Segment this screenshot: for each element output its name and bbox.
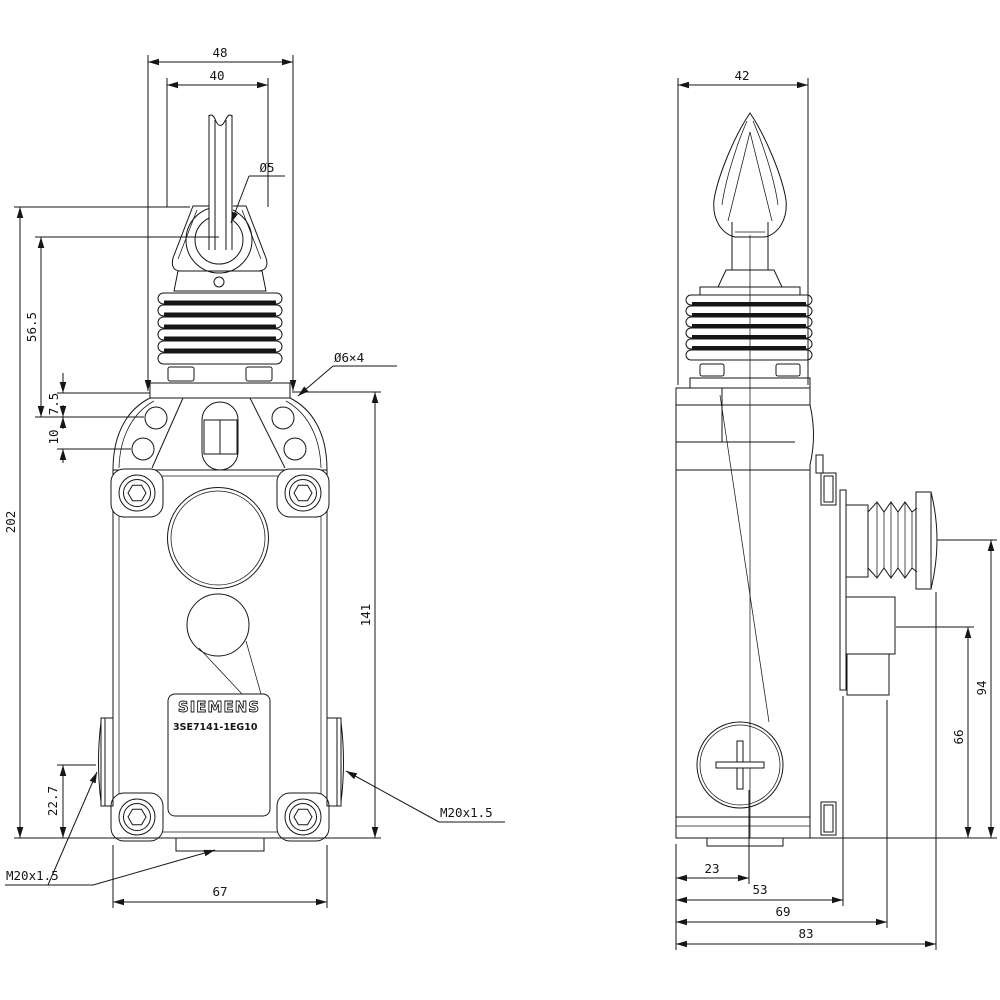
dim-m20-left: M20x1.5 bbox=[5, 771, 216, 886]
dim-48-label: 48 bbox=[212, 45, 227, 60]
dim-94: 94 bbox=[937, 539, 997, 838]
dim-141: 141 bbox=[292, 391, 381, 838]
dim-69-label: 69 bbox=[775, 904, 790, 919]
product-code-text: 3SE7141-1EG10 bbox=[173, 722, 258, 733]
corner-screw bbox=[110, 792, 164, 842]
dim-56-5: 56.5 bbox=[24, 236, 219, 417]
dim-69: 69 bbox=[676, 700, 888, 928]
dim-23: 23 bbox=[675, 790, 750, 950]
mounting-hole bbox=[131, 437, 155, 461]
dim-dia6x4: Ø6×4 bbox=[297, 350, 397, 397]
dim-22-7: 22.7 bbox=[45, 764, 96, 838]
dim-67-label: 67 bbox=[212, 884, 227, 899]
dim-40-label: 40 bbox=[209, 68, 224, 83]
dim-66-label: 66 bbox=[951, 729, 966, 744]
side-view bbox=[675, 112, 938, 847]
cable-gland-left bbox=[98, 717, 114, 807]
dim-202: 202 bbox=[3, 206, 190, 838]
cable-gland-right bbox=[326, 717, 344, 807]
rope-lever-fork bbox=[208, 114, 233, 250]
dim-m20-left-label: M20x1.5 bbox=[6, 868, 59, 883]
dim-7-5: 7.5 bbox=[35, 373, 150, 418]
corner-screws bbox=[110, 468, 330, 842]
bellows-front bbox=[157, 292, 283, 365]
head-collar bbox=[173, 270, 267, 292]
corner-screw bbox=[110, 468, 164, 518]
dim-67: 67 bbox=[112, 845, 328, 908]
dim-40: 40 bbox=[166, 68, 269, 207]
lever-side bbox=[713, 112, 787, 238]
dim-83-label: 83 bbox=[798, 926, 813, 941]
bellows-side bbox=[685, 294, 813, 361]
dim-22-7-label: 22.7 bbox=[45, 786, 60, 816]
dim-dia5-label: Ø5 bbox=[259, 160, 274, 175]
dim-48: 48 bbox=[144, 45, 297, 391]
dim-56-5-label: 56.5 bbox=[24, 312, 39, 342]
dim-dia6x4-label: Ø6×4 bbox=[334, 350, 364, 365]
dim-m20-right: M20x1.5 bbox=[345, 770, 505, 823]
terminal-block bbox=[845, 596, 896, 696]
plunger-knob bbox=[915, 491, 932, 590]
dim-202-label: 202 bbox=[3, 511, 18, 534]
siemens-logo-text: SIEMENS bbox=[178, 698, 260, 716]
dim-m20-right-label: M20x1.5 bbox=[440, 805, 493, 820]
head-mount-plate bbox=[149, 366, 291, 399]
dimensions-front: 48 40 Ø5 202 56.5 bbox=[3, 45, 505, 908]
dim-dia5: Ø5 bbox=[230, 160, 285, 224]
dim-83: 83 bbox=[676, 592, 937, 950]
mounting-hole bbox=[283, 437, 307, 461]
dim-10: 10 bbox=[46, 417, 131, 463]
corner-screw bbox=[276, 792, 330, 842]
side-plunger bbox=[839, 489, 938, 691]
dim-66: 66 bbox=[896, 626, 974, 838]
corner-screw bbox=[276, 468, 330, 518]
cover-circle bbox=[167, 487, 269, 589]
side-bracket-bottom bbox=[820, 801, 837, 836]
front-view: SIEMENS 3SE7141-1EG10 bbox=[98, 114, 344, 852]
mounting-hole bbox=[271, 406, 295, 430]
dim-94-label: 94 bbox=[974, 680, 989, 695]
body-side bbox=[675, 387, 814, 847]
dim-42: 42 bbox=[677, 68, 809, 385]
dim-53: 53 bbox=[676, 696, 844, 906]
dim-53-label: 53 bbox=[752, 882, 767, 897]
switch-body bbox=[112, 397, 328, 839]
side-bracket-top bbox=[815, 454, 837, 506]
dim-10-label: 10 bbox=[46, 429, 61, 444]
cover-circle-inner bbox=[170, 490, 266, 586]
mounting-hole bbox=[144, 406, 168, 430]
dim-42-label: 42 bbox=[734, 68, 749, 83]
latch-obround bbox=[201, 401, 239, 471]
dimensions-side: 42 94 66 23 53 69 bbox=[675, 68, 997, 950]
dim-141-label: 141 bbox=[358, 604, 373, 627]
cam-funnel bbox=[186, 593, 262, 695]
dim-23-label: 23 bbox=[704, 861, 719, 876]
mounting-holes bbox=[131, 406, 307, 461]
rope-drum bbox=[696, 721, 784, 809]
dim-7-5-label: 7.5 bbox=[46, 393, 61, 416]
bottom-cable-entry bbox=[175, 837, 265, 852]
nameplate: SIEMENS 3SE7141-1EG10 bbox=[167, 693, 271, 817]
